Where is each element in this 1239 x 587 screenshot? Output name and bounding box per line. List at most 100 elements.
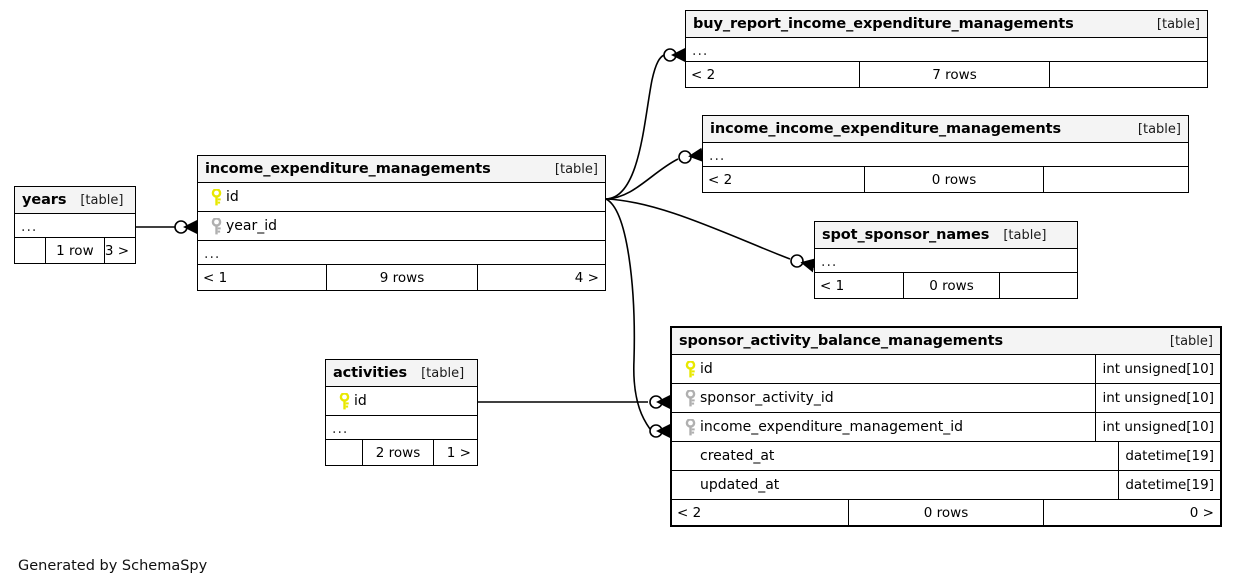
table-header-income_expenditure_managements[interactable]: income_expenditure_managements [table] xyxy=(198,156,605,183)
column-name: updated_at xyxy=(700,477,780,493)
table-title: income_income_expenditure_managements xyxy=(710,121,1061,137)
table-header-spot_sponsor_names[interactable]: spot_sponsor_names [table] xyxy=(815,222,1077,249)
more-columns-ellipsis[interactable]: ... xyxy=(686,38,1207,62)
edge-iem-to-sabm xyxy=(605,198,651,430)
column-row[interactable]: id xyxy=(326,387,477,416)
more-columns-ellipsis[interactable]: ... xyxy=(703,143,1188,167)
more-columns-ellipsis[interactable]: ... xyxy=(815,249,1077,273)
table-box-activities[interactable]: activities[table] id...2 rows 1 > xyxy=(325,359,478,466)
table-type-tag: [table] xyxy=(80,192,124,208)
primary-key-icon xyxy=(680,360,700,378)
column-name: id xyxy=(700,361,713,377)
column-name: created_at xyxy=(700,448,775,464)
footer-parents-count: < 2 xyxy=(691,66,716,83)
column-label-cell: income_expenditure_management_id xyxy=(672,418,1095,436)
column-type: datetime[19] xyxy=(1118,471,1220,499)
schemaspy-credit: Generated by SchemaSpy xyxy=(18,558,208,574)
table-header-activities[interactable]: activities[table] xyxy=(326,360,477,387)
primary-key-icon xyxy=(206,188,226,206)
column-label-cell: updated_at xyxy=(672,477,1118,493)
footer-children-count: 0 > xyxy=(1189,504,1214,521)
footer-parents-count: < 2 xyxy=(677,504,702,521)
table-type-tag: [table] xyxy=(1003,227,1047,243)
table-footer-activities: 2 rows 1 > xyxy=(326,440,477,465)
footer-children-count: 1 > xyxy=(446,444,471,461)
table-title: income_expenditure_managements xyxy=(205,161,491,177)
table-footer-buy_report_income_expenditure_managements: < 2 7 rows xyxy=(686,62,1207,87)
foreign-key-icon xyxy=(206,217,226,235)
footer-children-count xyxy=(1050,62,1207,87)
footer-row-count: 2 rows xyxy=(362,440,434,465)
column-label-cell: id xyxy=(672,360,1095,378)
column-label-cell: year_id xyxy=(198,217,605,235)
more-columns-ellipsis[interactable]: ... xyxy=(198,241,605,265)
footer-children-count: 3 > xyxy=(105,242,130,259)
footer-row-count: 0 rows xyxy=(903,273,1000,298)
column-name: sponsor_activity_id xyxy=(700,390,834,406)
primary-key-icon xyxy=(334,392,354,410)
table-box-sponsor_activity_balance_managements[interactable]: sponsor_activity_balance_managements [tab… xyxy=(670,326,1222,527)
column-name: id xyxy=(354,393,367,409)
edge-iem-to-buyreport xyxy=(605,54,665,200)
footer-children-count: 4 > xyxy=(574,269,599,286)
table-footer-sponsor_activity_balance_managements: < 2 0 rows 0 > xyxy=(672,500,1220,525)
footer-row-count: 9 rows xyxy=(326,265,478,290)
column-name: id xyxy=(226,189,239,205)
table-footer-income_expenditure_managements: < 1 9 rows 4 > xyxy=(198,265,605,290)
table-box-income_income_expenditure_managements[interactable]: income_income_expenditure_managements [ta… xyxy=(702,115,1189,193)
footer-parents-count: < 1 xyxy=(203,269,228,286)
table-header-sponsor_activity_balance_managements[interactable]: sponsor_activity_balance_managements [tab… xyxy=(672,328,1220,355)
edge-iem-to-incomeincome xyxy=(605,158,679,200)
more-columns-ellipsis[interactable]: ... xyxy=(15,214,135,238)
footer-row-count: 1 row xyxy=(44,238,106,263)
table-footer-income_income_expenditure_managements: < 2 0 rows xyxy=(703,167,1188,192)
footer-parents-count: < 2 xyxy=(708,171,733,188)
table-type-tag: [table] xyxy=(1156,16,1200,32)
foreign-key-icon xyxy=(680,418,700,436)
table-type-tag: [table] xyxy=(554,161,598,177)
table-title: sponsor_activity_balance_managements xyxy=(679,333,1003,349)
column-type: int unsigned[10] xyxy=(1095,355,1220,383)
table-box-income_expenditure_managements[interactable]: income_expenditure_managements [table] id y… xyxy=(197,155,606,291)
table-box-spot_sponsor_names[interactable]: spot_sponsor_names [table]... < 1 0 rows xyxy=(814,221,1078,299)
table-footer-spot_sponsor_names: < 1 0 rows xyxy=(815,273,1077,298)
table-type-tag: [table] xyxy=(1169,333,1213,349)
column-label-cell: id xyxy=(326,392,477,410)
table-type-tag: [table] xyxy=(1137,121,1181,137)
footer-parents-count: < 1 xyxy=(820,277,845,294)
edge-iem-to-spotsponsor xyxy=(605,198,791,260)
column-name: income_expenditure_management_id xyxy=(700,419,964,435)
table-header-income_income_expenditure_managements[interactable]: income_income_expenditure_managements [ta… xyxy=(703,116,1188,143)
column-type: int unsigned[10] xyxy=(1095,413,1220,441)
column-row[interactable]: id int unsigned[10] xyxy=(672,355,1220,384)
foreign-key-icon xyxy=(680,389,700,407)
table-title: spot_sponsor_names xyxy=(822,227,990,243)
column-row[interactable]: created_at datetime[19] xyxy=(672,442,1220,471)
footer-row-count: 0 rows xyxy=(848,500,1044,525)
footer-children-count xyxy=(1044,167,1188,192)
column-row[interactable]: year_id xyxy=(198,212,605,241)
footer-parents-count xyxy=(326,440,362,465)
column-name: year_id xyxy=(226,218,278,234)
more-columns-ellipsis[interactable]: ... xyxy=(326,416,477,440)
footer-row-count: 7 rows xyxy=(859,62,1050,87)
footer-row-count: 0 rows xyxy=(864,167,1044,192)
table-header-buy_report_income_expenditure_managements[interactable]: buy_report_income_expenditure_management… xyxy=(686,11,1207,38)
column-label-cell: created_at xyxy=(672,448,1118,464)
column-row[interactable]: id xyxy=(198,183,605,212)
table-title: years xyxy=(22,192,67,208)
table-header-years[interactable]: years [table] xyxy=(15,187,135,214)
column-label-cell: sponsor_activity_id xyxy=(672,389,1095,407)
table-box-buy_report_income_expenditure_managements[interactable]: buy_report_income_expenditure_management… xyxy=(685,10,1208,88)
column-label-cell: id xyxy=(198,188,605,206)
column-row[interactable]: income_expenditure_management_id int unsi… xyxy=(672,413,1220,442)
table-title: activities xyxy=(333,365,408,381)
column-type: datetime[19] xyxy=(1118,442,1220,470)
table-title: buy_report_income_expenditure_management… xyxy=(693,16,1074,32)
footer-children-count xyxy=(1000,273,1077,298)
column-row[interactable]: updated_at datetime[19] xyxy=(672,471,1220,500)
